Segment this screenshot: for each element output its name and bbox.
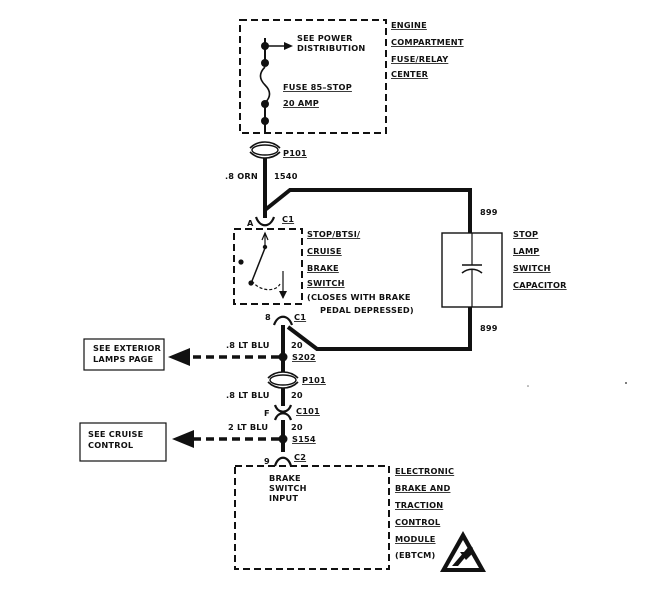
c1-bottom-pin: 8: [265, 312, 271, 322]
fuse-box-label-1: ENGINE: [391, 20, 427, 30]
c101-pin: F: [264, 408, 270, 418]
c101-label: C101: [296, 406, 320, 416]
module-label-5: MODULE: [395, 534, 436, 544]
p101-bottom-label: P101: [302, 375, 326, 385]
switch-blade: [251, 247, 266, 282]
switch-label-2: CRUISE: [307, 246, 342, 256]
c1-top-label: C1: [282, 214, 294, 224]
module-label-2: BRAKE AND: [395, 483, 450, 493]
s202-label: S202: [292, 352, 316, 362]
cruise-control-arrow-icon: [172, 430, 194, 448]
module-label-6: (EBTCM): [395, 550, 436, 560]
c1-bottom-connector: [272, 315, 294, 326]
switch-note-2: PEDAL DEPRESSED): [320, 305, 414, 315]
ebtcm-box: [234, 465, 390, 570]
cruise-control-ref-box[interactable]: [79, 422, 167, 462]
switch-label-1: STOP/BTSI/: [307, 229, 360, 239]
exterior-lamps-ref-box[interactable]: [83, 338, 165, 371]
cruise-control-ref-2: CONTROL: [88, 440, 133, 450]
wire-1-circuit: 20: [291, 340, 303, 350]
c1-top-pin: A: [247, 218, 254, 228]
fuse-relay-center-box: [239, 19, 387, 134]
s202-splice: [278, 352, 288, 362]
capacitor-label-2: LAMP: [513, 246, 540, 256]
module-input-2: SWITCH: [269, 483, 307, 493]
fuse-box-label-2: COMPARTMENT: [391, 37, 464, 47]
cruise-control-ref-1: SEE CRUISE: [88, 429, 143, 439]
c2-label: C2: [294, 452, 306, 462]
p101-top-label: P101: [283, 148, 307, 158]
wire-3-circuit: 20: [291, 422, 303, 432]
c2-connector: [273, 456, 293, 467]
capacitor-label-3: SWITCH: [513, 263, 551, 273]
exterior-lamps-arrow-icon: [168, 348, 190, 366]
wire-899-bottom: [286, 307, 472, 351]
fuse-label: FUSE 85–STOP: [283, 82, 352, 92]
brake-switch-box: [233, 228, 303, 305]
wire-899-top: [263, 188, 472, 233]
c1-bottom-label: C1: [294, 312, 306, 322]
power-ref-line2: DISTRIBUTION: [297, 43, 365, 53]
wire-2-circuit: 20: [291, 390, 303, 400]
p101-bottom-connector: [267, 371, 299, 389]
module-input-1: BRAKE: [269, 473, 301, 483]
switch-label-4: SWITCH: [307, 278, 345, 288]
exterior-lamps-ref-1: SEE EXTERIOR: [93, 343, 162, 353]
wire-899-bottom-label: 899: [480, 323, 498, 333]
switch-label-3: BRAKE: [307, 263, 339, 273]
c101-connector: [273, 404, 293, 413]
wire-3-color: 2 LT BLU: [228, 422, 268, 432]
module-label-3: TRACTION: [395, 500, 443, 510]
power-ref-line1: SEE POWER: [297, 33, 353, 43]
c1-top-connector: [254, 216, 276, 227]
capacitor-plate-bottom: [461, 268, 483, 274]
module-label-4: CONTROL: [395, 517, 440, 527]
fuse-box-label-4: CENTER: [391, 69, 429, 79]
capacitor-label-1: STOP: [513, 229, 538, 239]
wire-orn-circuit: 1540: [274, 171, 298, 181]
wire-1-color: .8 LT BLU: [226, 340, 270, 350]
fuse-rating: 20 AMP: [283, 98, 319, 108]
capacitor-label-4: CAPACITOR: [513, 280, 567, 290]
wire-899-top-label: 899: [480, 207, 498, 217]
exterior-lamps-ref-2: LAMPS PAGE: [93, 354, 153, 364]
esd-warning-icon: [440, 531, 486, 572]
wire-orn-color: .8 ORN: [225, 171, 258, 181]
switch-note-1: (CLOSES WITH BRAKE: [307, 292, 411, 302]
c2-pin: 9: [264, 456, 270, 466]
fuse-box-label-3: FUSE/RELAY: [391, 54, 449, 64]
s154-label: S154: [292, 434, 316, 444]
wire-2-color: .8 LT BLU: [226, 390, 270, 400]
s154-splice: [278, 434, 288, 444]
module-label-1: ELECTRONIC: [395, 466, 454, 476]
p101-top-connector: [249, 141, 281, 159]
module-input-3: INPUT: [269, 493, 298, 503]
fuse-symbol: [259, 66, 271, 104]
